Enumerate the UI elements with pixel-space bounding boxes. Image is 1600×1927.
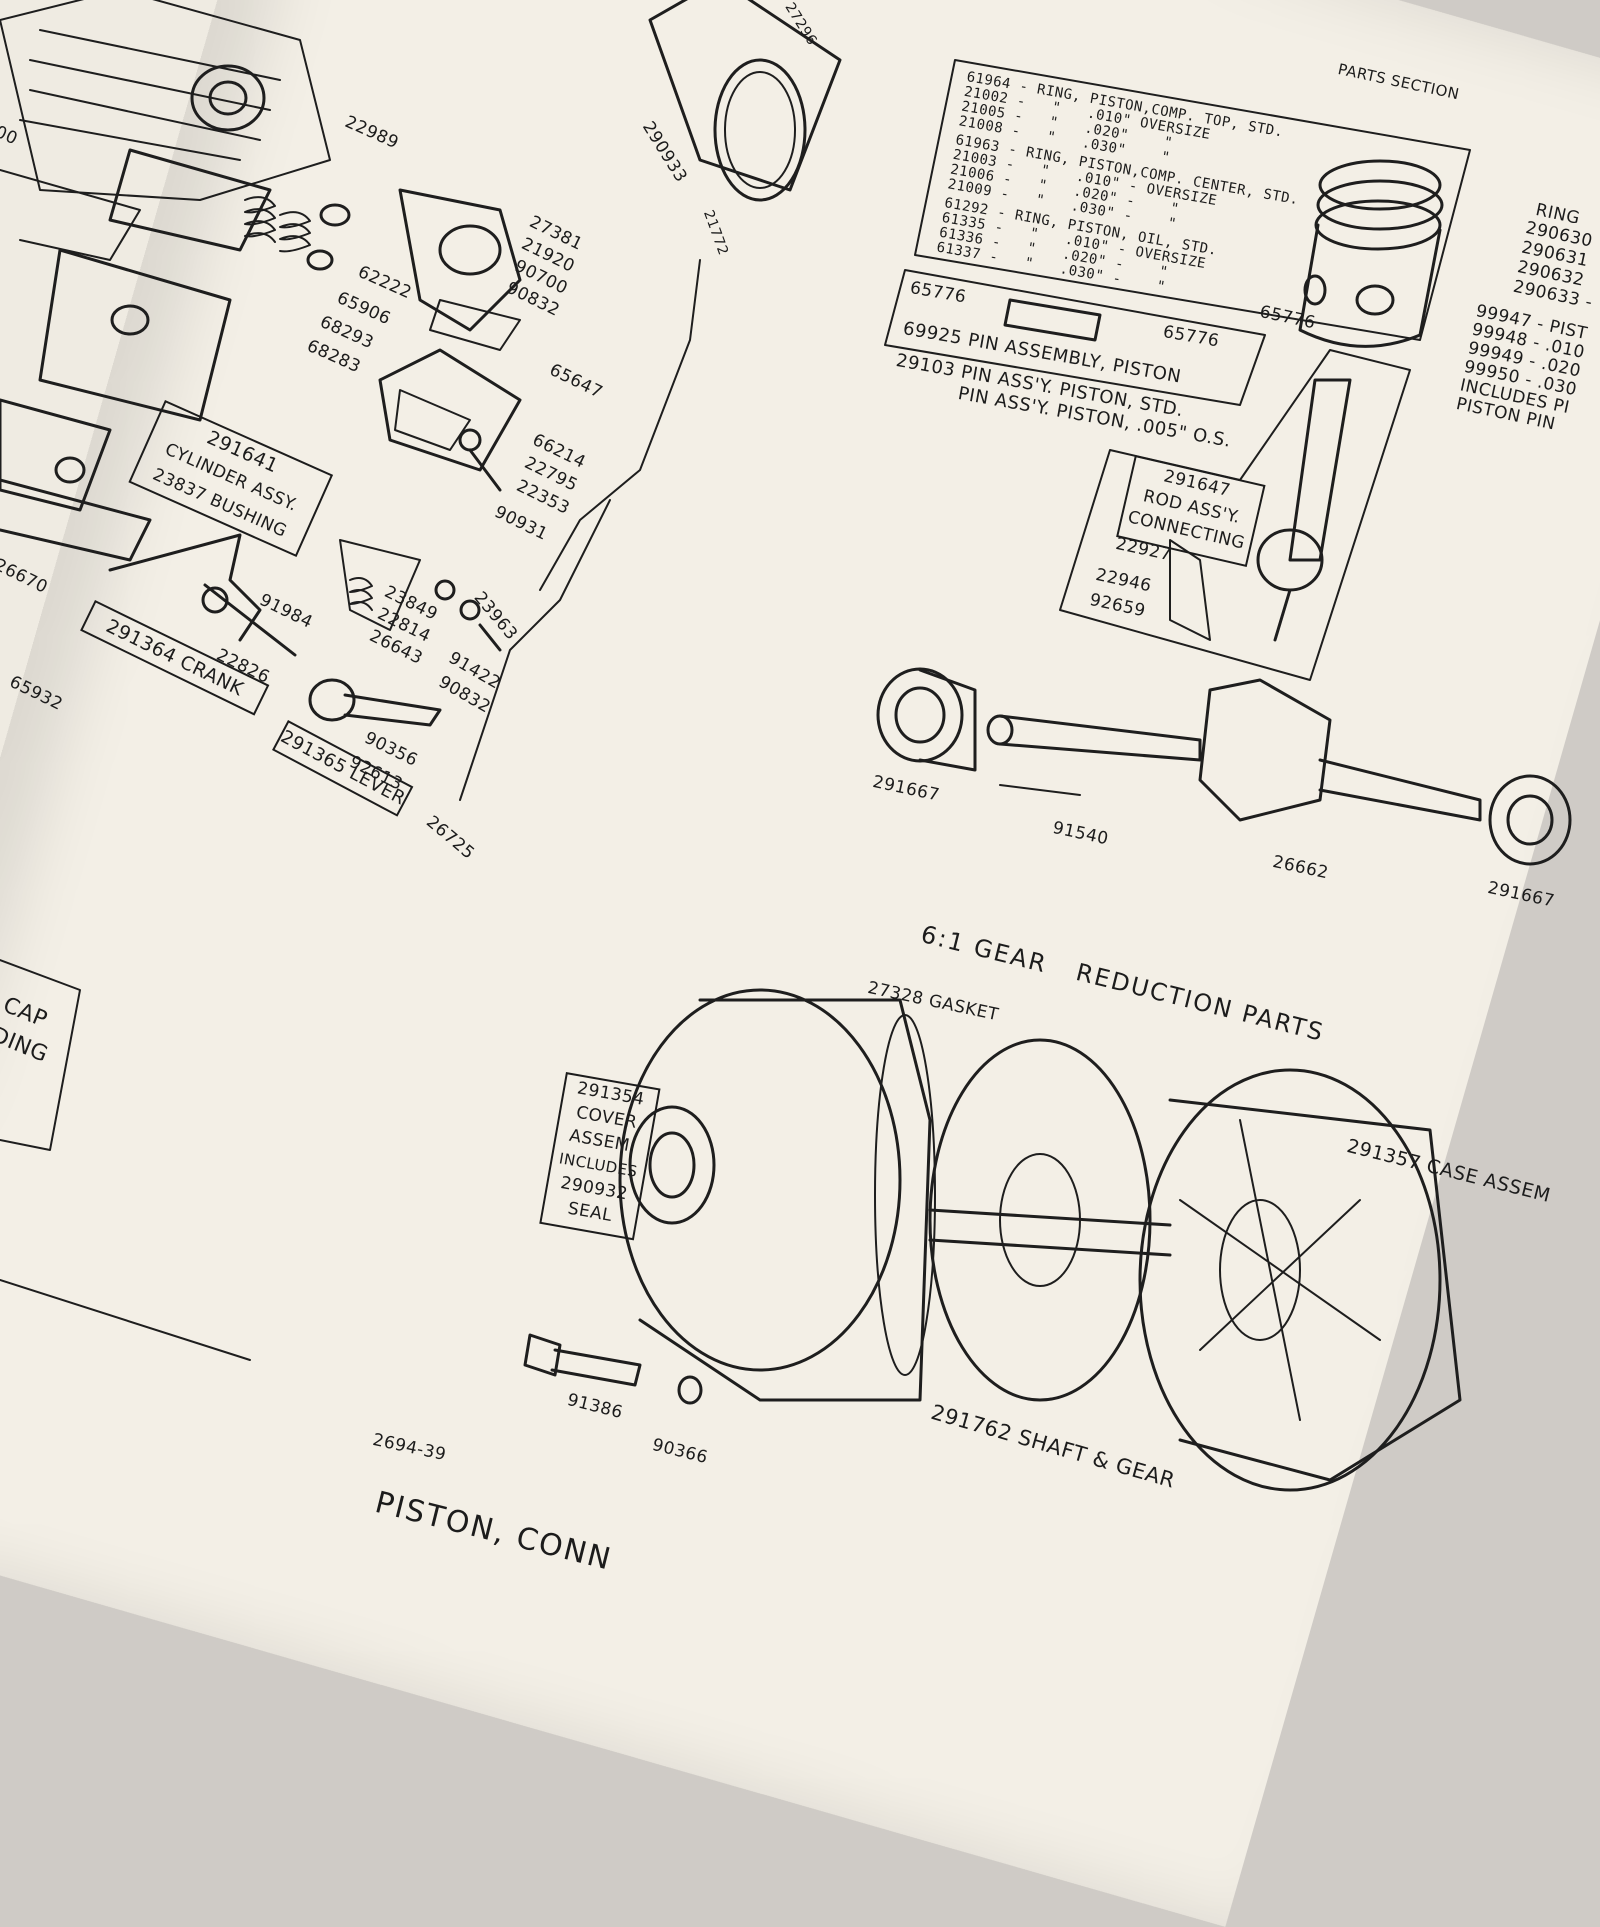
gear-reduction-drawing [618,988,1462,1492]
governor-drawing [339,539,502,652]
rod-box-border [1059,349,1411,681]
crankshaft-drawing [876,667,1572,866]
ring-table-border [914,59,1471,341]
carburetor-drawing [398,188,522,351]
ring-side-list: 290630 290631 290632 290633 - [1511,218,1600,313]
fuel-tank-drawing [378,348,522,492]
crank-drawing [108,533,297,657]
piston-drawing [1298,159,1444,348]
piston-side-list: 99947 - PIST 99948 - .010 99949 - .020 9… [1454,301,1590,437]
throttle-wire [539,259,701,591]
cut-box-outline [0,959,81,1151]
air-filter-drawing [648,0,842,202]
valve-springs-drawing [244,196,351,271]
lever-drawing [308,678,442,727]
bolt-drawing [523,1333,703,1405]
pin-box-border [884,269,1266,406]
governor-link [459,499,611,801]
cylinder-drawing [0,0,331,562]
parts-illustrations [0,0,1572,1492]
